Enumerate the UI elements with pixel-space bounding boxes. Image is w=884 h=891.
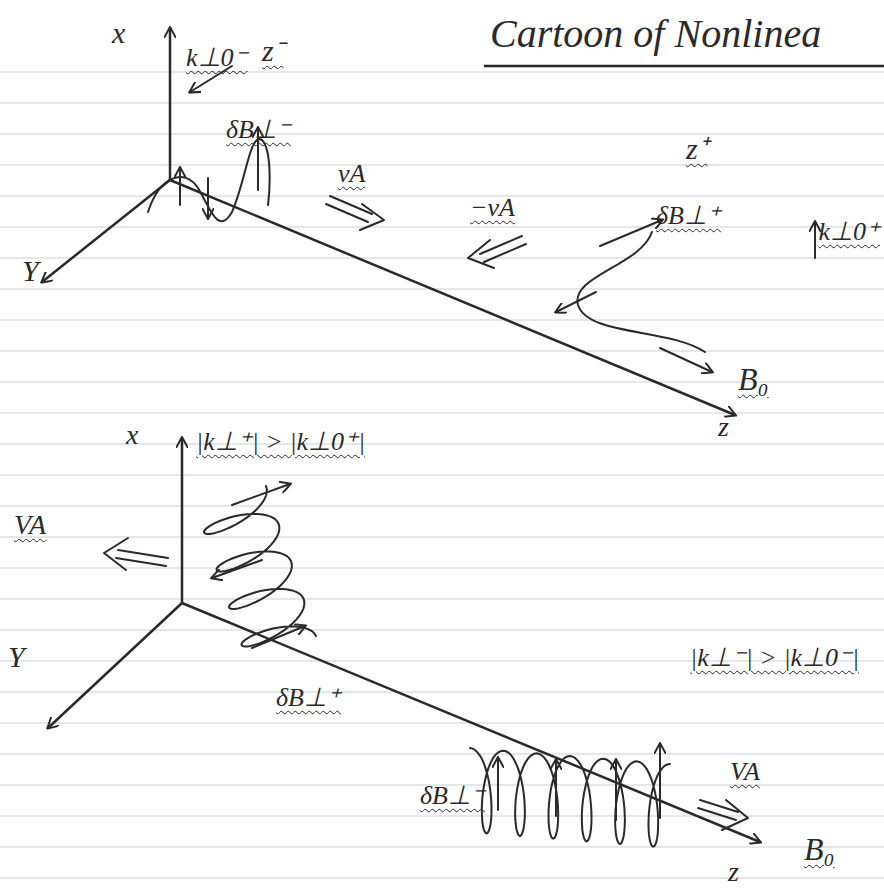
ruling-line bbox=[0, 475, 884, 476]
ruling-line bbox=[0, 227, 884, 228]
paper-ruling bbox=[0, 72, 884, 878]
sketch-label: |k⊥⁺| > |k⊥0⁺| bbox=[196, 428, 365, 457]
ruling-line bbox=[0, 599, 884, 600]
sketch-label: z bbox=[728, 857, 739, 888]
ruling-line bbox=[0, 134, 884, 135]
sketch-label: x bbox=[126, 420, 138, 451]
ruling-line bbox=[0, 754, 884, 755]
sketch-label: δB⊥⁻ bbox=[420, 782, 485, 811]
sketch-label: VA bbox=[14, 510, 46, 541]
sketch-label: Y bbox=[8, 640, 25, 673]
ruling-line bbox=[0, 568, 884, 569]
ruling-line bbox=[0, 72, 884, 73]
ruling-line bbox=[0, 692, 884, 693]
sketch-label: x bbox=[112, 16, 125, 49]
sketch-label: δB⊥⁺ bbox=[656, 202, 721, 231]
ruling-line bbox=[0, 847, 884, 848]
ruling-line bbox=[0, 506, 884, 507]
sketch-label: B₀ bbox=[804, 832, 835, 867]
ruling-line bbox=[0, 320, 884, 321]
z-plus-wave bbox=[556, 220, 815, 372]
ruling-line bbox=[0, 537, 884, 538]
ruling-line bbox=[0, 103, 884, 104]
top-axes bbox=[42, 28, 735, 415]
sketch-label: −vA bbox=[470, 194, 515, 223]
page-title: Cartoon of Nonlinea bbox=[490, 12, 821, 56]
velocity-arrows bbox=[104, 196, 748, 830]
sketch-label: k⊥0⁺ bbox=[818, 218, 880, 247]
sketch-label: z⁻ bbox=[262, 34, 284, 67]
ruling-line bbox=[0, 878, 884, 879]
ruling-line bbox=[0, 723, 884, 724]
sketch-label: z bbox=[718, 412, 729, 443]
helix-waves bbox=[204, 484, 670, 847]
sketch-label: z⁺ bbox=[686, 132, 708, 165]
ruling-line bbox=[0, 413, 884, 414]
sketch-label: k⊥0⁻ bbox=[186, 44, 248, 73]
ruling-line bbox=[0, 630, 884, 631]
sketch-label: Y bbox=[22, 254, 39, 287]
sketch-label: δB⊥⁺ bbox=[276, 684, 341, 713]
sketch-label: |k⊥⁻| > |k⊥0⁻| bbox=[690, 644, 859, 673]
ruling-line bbox=[0, 258, 884, 259]
ruling-line bbox=[0, 196, 884, 197]
sketch-label: B₀ bbox=[738, 362, 769, 397]
ruling-line bbox=[0, 165, 884, 166]
ruling-line bbox=[0, 351, 884, 352]
ruling-line bbox=[0, 289, 884, 290]
title-underline bbox=[484, 65, 884, 68]
sketch-label: vA bbox=[338, 160, 365, 189]
sketch-label: δB⊥⁻ bbox=[226, 116, 291, 145]
sketch-label: VA bbox=[730, 758, 760, 787]
ruling-line bbox=[0, 816, 884, 817]
